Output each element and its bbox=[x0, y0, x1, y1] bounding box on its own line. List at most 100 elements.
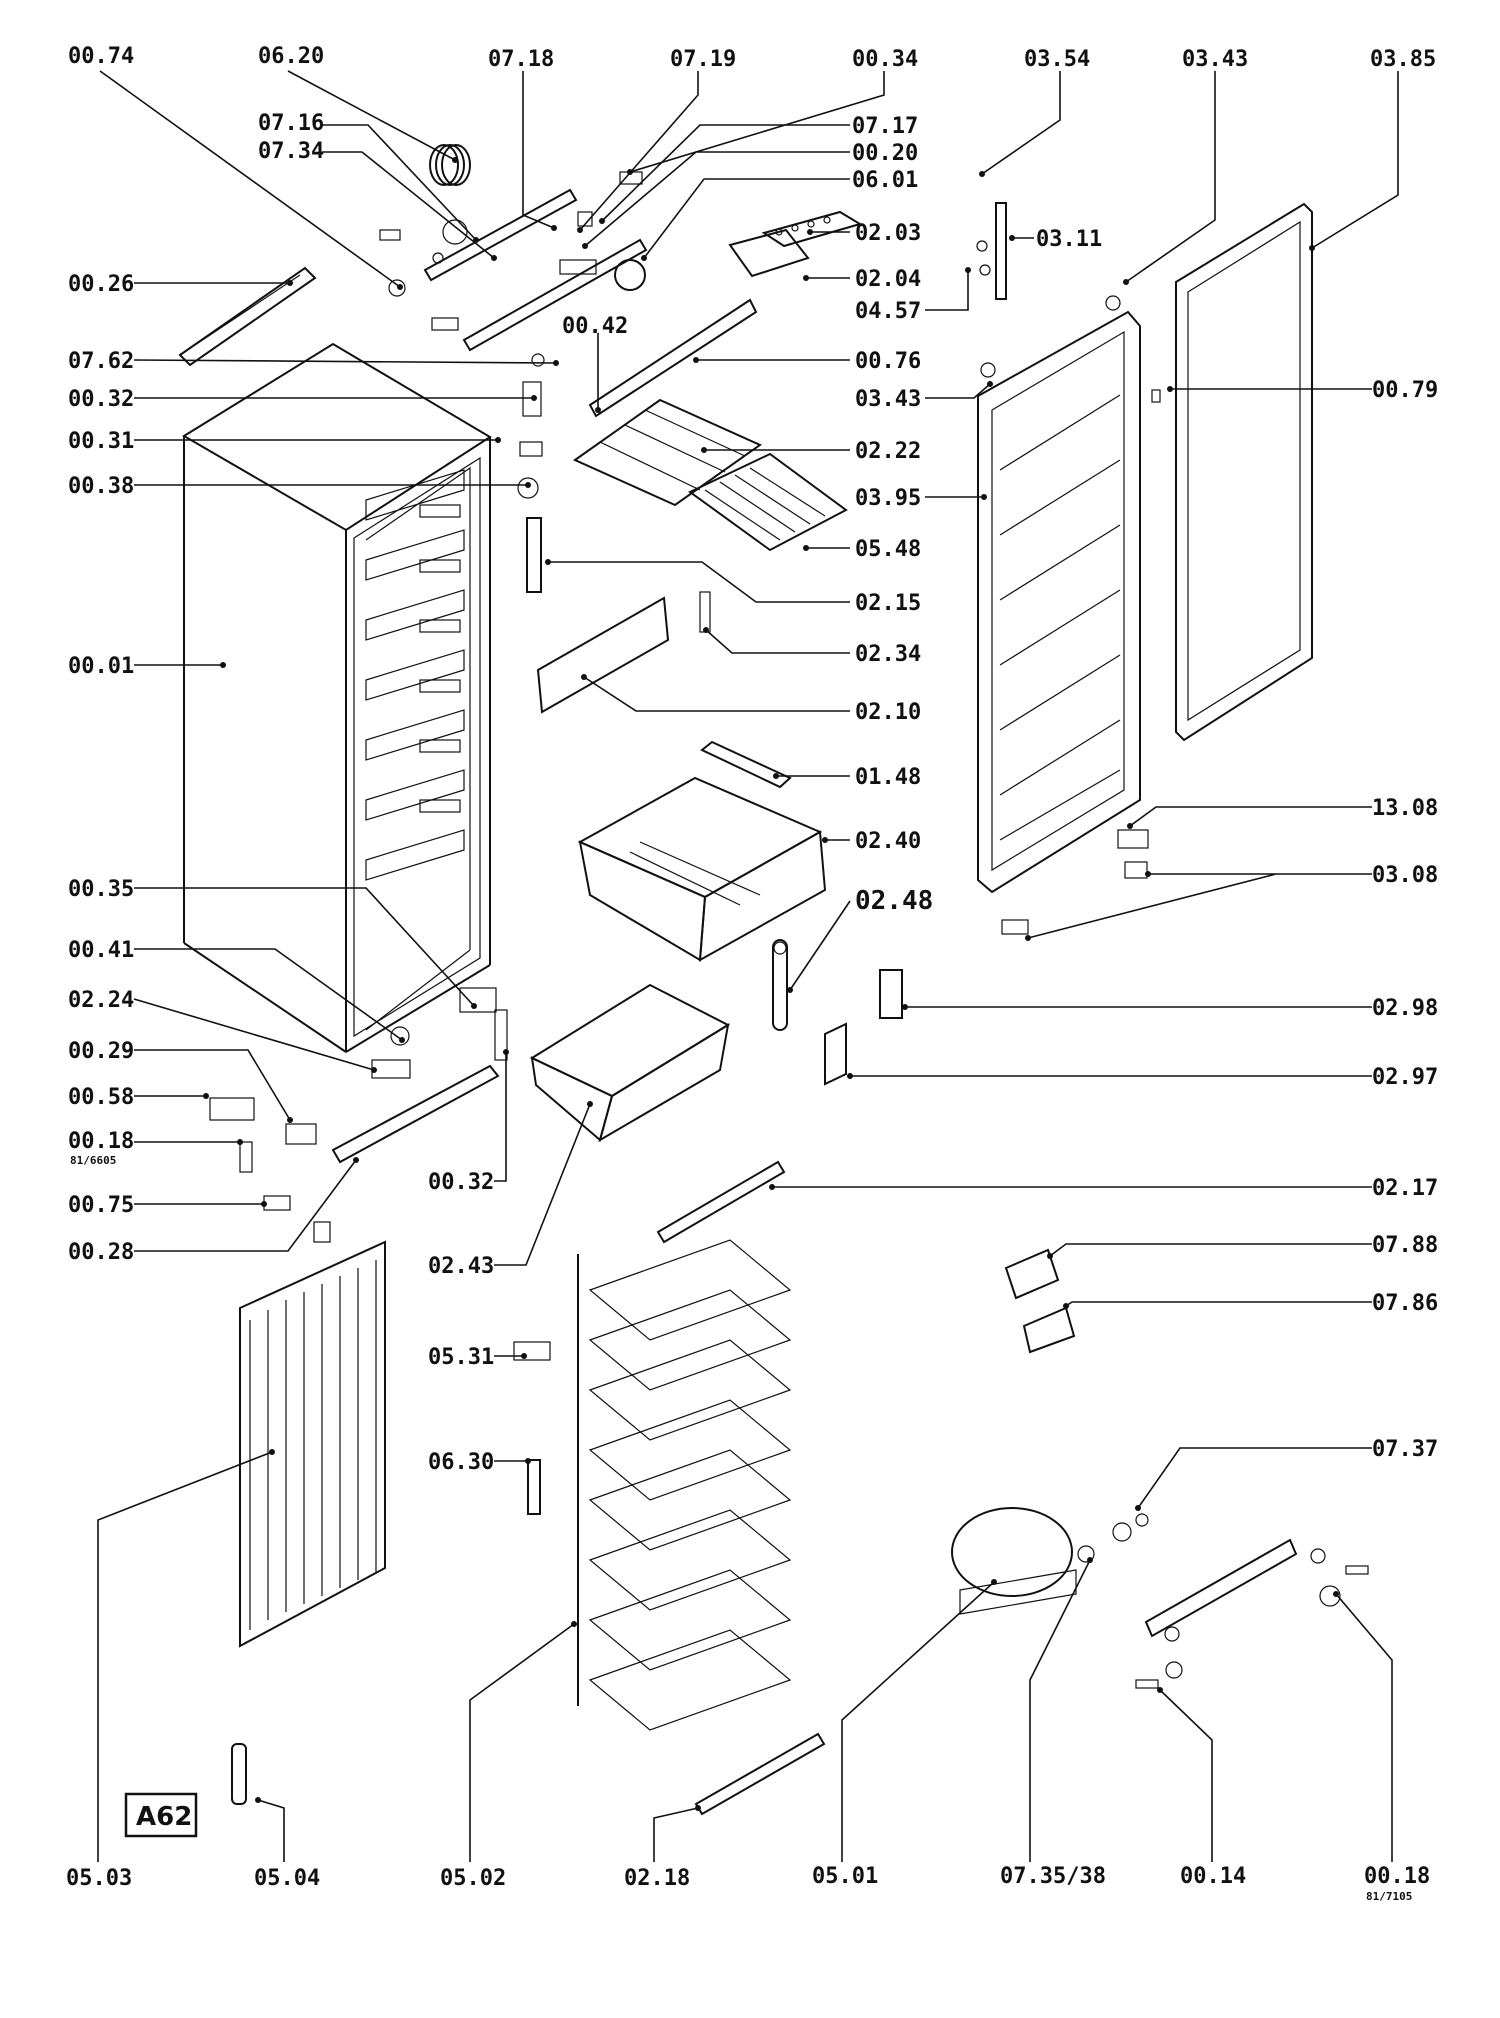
label-02-18: 02.18 bbox=[624, 1866, 690, 1891]
label-02-34: 02.34 bbox=[855, 642, 921, 667]
door-03-95 bbox=[977, 310, 1141, 894]
label-05-04: 05.04 bbox=[254, 1866, 320, 1891]
label-02-15: 02.15 bbox=[855, 591, 921, 616]
clip-05-31 bbox=[513, 1341, 551, 1361]
label-00-26: 00.26 bbox=[68, 272, 134, 297]
hinge-parts-right bbox=[980, 295, 1161, 935]
door-gasket-03-85 bbox=[1175, 202, 1313, 742]
shelf-rail-00-76 bbox=[588, 298, 758, 418]
bracket-02-15 bbox=[526, 517, 542, 593]
leader-lines bbox=[97, 70, 1399, 1862]
label-00-31: 00.31 bbox=[68, 429, 134, 454]
label-00-18-bottom-sub: 81/7105 bbox=[1366, 1890, 1412, 1903]
thermostat-housing bbox=[379, 188, 578, 282]
label-07-34: 07.34 bbox=[258, 139, 324, 164]
front-panel-02-10 bbox=[536, 596, 670, 714]
label-02-17: 02.17 bbox=[1372, 1176, 1438, 1201]
label-02-98: 02.98 bbox=[1372, 996, 1438, 1021]
compressor-05-01 bbox=[951, 1507, 1095, 1615]
label-00-32-bottom: 00.32 bbox=[428, 1170, 494, 1195]
label-05-02: 05.02 bbox=[440, 1866, 506, 1891]
diagram-code-text: A62 bbox=[136, 1802, 192, 1832]
label-00-74: 00.74 bbox=[68, 44, 134, 69]
label-06-30: 06.30 bbox=[428, 1450, 494, 1475]
filter-drier-05-04 bbox=[231, 1743, 247, 1805]
label-00-20: 00.20 bbox=[852, 141, 918, 166]
ice-container bbox=[728, 228, 810, 278]
knob-and-light bbox=[431, 238, 648, 352]
condenser-05-03 bbox=[239, 1221, 386, 1648]
label-05-01: 05.01 bbox=[812, 1864, 878, 1889]
label-02-24: 02.24 bbox=[68, 988, 134, 1013]
label-00-14: 00.14 bbox=[1180, 1864, 1246, 1889]
label-07-86: 07.86 bbox=[1372, 1291, 1438, 1316]
label-02-43: 02.43 bbox=[428, 1254, 494, 1279]
label-03-95: 03.95 bbox=[855, 486, 921, 511]
label-03-85: 03.85 bbox=[1370, 47, 1436, 72]
label-07-88: 07.88 bbox=[1372, 1233, 1438, 1258]
label-02-03: 02.03 bbox=[855, 221, 921, 246]
label-05-03: 05.03 bbox=[66, 1866, 132, 1891]
cabinet-shelves bbox=[365, 469, 465, 881]
label-03-11: 03.11 bbox=[1036, 227, 1102, 252]
label-00-01: 00.01 bbox=[68, 654, 134, 679]
control-panel-strip bbox=[178, 266, 317, 367]
label-01-48: 01.48 bbox=[855, 765, 921, 790]
rail-02-17 bbox=[656, 1160, 786, 1244]
label-00-35: 00.35 bbox=[68, 877, 134, 902]
label-03-43-top: 03.43 bbox=[1182, 47, 1248, 72]
drawer-02-43 bbox=[529, 983, 731, 1143]
handle-03-11 bbox=[976, 202, 1007, 300]
relay-07-88 bbox=[1004, 1248, 1060, 1300]
ice-tray bbox=[761, 210, 863, 248]
label-05-48: 05.48 bbox=[855, 537, 921, 562]
label-07-17: 07.17 bbox=[852, 114, 918, 139]
bracket-06-30 bbox=[527, 1459, 541, 1515]
drawer-02-40 bbox=[577, 776, 827, 962]
label-00-34: 00.34 bbox=[852, 47, 918, 72]
label-06-01: 06.01 bbox=[852, 168, 918, 193]
evaporator-shelves-05-02 bbox=[577, 1239, 792, 1731]
label-02-40: 02.40 bbox=[855, 829, 921, 854]
shelf-grid-02-22 bbox=[572, 398, 763, 507]
label-03-08: 03.08 bbox=[1372, 863, 1438, 888]
label-07-16: 07.16 bbox=[258, 111, 324, 136]
label-00-58: 00.58 bbox=[68, 1085, 134, 1110]
compressor-accessories bbox=[1112, 1513, 1369, 1689]
diagram-code-badge: A62 bbox=[124, 1792, 198, 1838]
part-number-labels: 00.74 06.20 07.18 07.19 00.34 03.54 03.4… bbox=[66, 44, 1438, 1903]
thermometer-02-48 bbox=[772, 939, 788, 1031]
label-07-35-38: 07.35/38 bbox=[1000, 1864, 1106, 1889]
label-07-62: 07.62 bbox=[68, 349, 134, 374]
part-drawings bbox=[178, 144, 1369, 1816]
grille-05-48 bbox=[688, 452, 848, 552]
label-00-18-bottom: 00.18 bbox=[1364, 1864, 1430, 1889]
cabinet-body bbox=[182, 342, 492, 1053]
base-rail-00-28 bbox=[331, 1064, 500, 1164]
label-00-79: 00.79 bbox=[1372, 378, 1438, 403]
label-03-43-mid: 03.43 bbox=[855, 387, 921, 412]
relay-07-86 bbox=[1022, 1306, 1076, 1354]
label-00-32-top: 00.32 bbox=[68, 387, 134, 412]
label-07-18: 07.18 bbox=[488, 47, 554, 72]
label-02-10: 02.10 bbox=[855, 700, 921, 725]
label-00-76: 00.76 bbox=[855, 349, 921, 374]
label-00-18-left-sub: 81/6605 bbox=[70, 1154, 116, 1167]
clip-02-34 bbox=[699, 591, 711, 633]
small-parts-bottom-left bbox=[209, 987, 508, 1211]
label-00-29: 00.29 bbox=[68, 1039, 134, 1064]
rail-01-48 bbox=[700, 740, 792, 789]
label-07-37: 07.37 bbox=[1372, 1437, 1438, 1462]
door-hinge-cover-02-98 bbox=[879, 969, 903, 1019]
label-13-08: 13.08 bbox=[1372, 796, 1438, 821]
label-00-75: 00.75 bbox=[68, 1193, 134, 1218]
label-02-22: 02.22 bbox=[855, 439, 921, 464]
label-00-42: 00.42 bbox=[562, 314, 628, 339]
evaporator-shelf-rows bbox=[588, 1239, 792, 1731]
rail-02-18 bbox=[694, 1732, 826, 1816]
label-02-97: 02.97 bbox=[1372, 1065, 1438, 1090]
label-06-20: 06.20 bbox=[258, 44, 324, 69]
label-02-04: 02.04 bbox=[855, 267, 921, 292]
label-02-48: 02.48 bbox=[855, 886, 933, 916]
label-00-38: 00.38 bbox=[68, 474, 134, 499]
